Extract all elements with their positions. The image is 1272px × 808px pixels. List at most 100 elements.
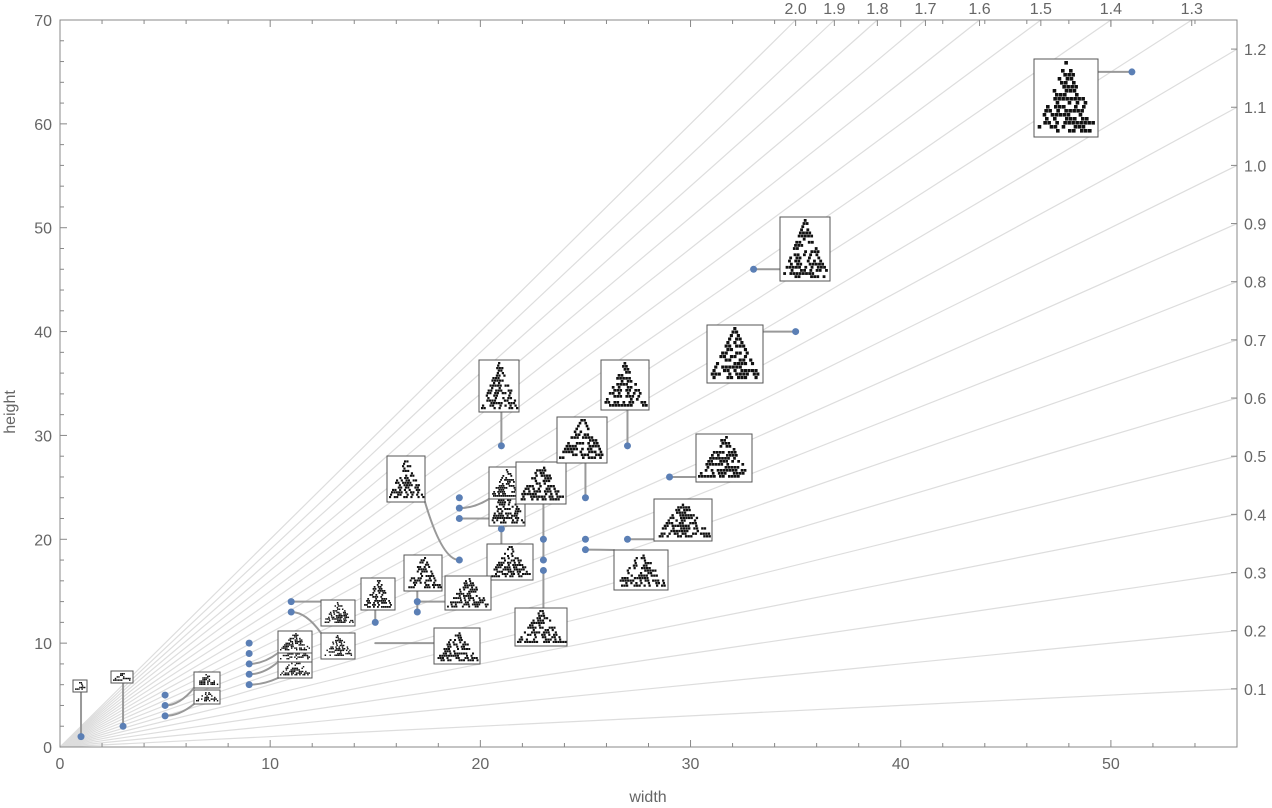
pattern-cell bbox=[203, 680, 206, 682]
pattern-cell bbox=[121, 679, 123, 681]
pattern-cell bbox=[725, 445, 729, 448]
pattern-cell bbox=[469, 582, 472, 585]
pattern-cell bbox=[330, 613, 332, 615]
pattern-cell bbox=[575, 433, 578, 436]
pattern-cell bbox=[731, 330, 735, 334]
pattern-cell bbox=[347, 616, 350, 619]
pattern-cell bbox=[729, 355, 734, 359]
pattern-cell bbox=[449, 645, 452, 648]
pattern-cell bbox=[1077, 97, 1081, 101]
pattern-cell bbox=[522, 568, 525, 571]
pattern-cell bbox=[511, 514, 514, 517]
pattern-cell bbox=[803, 234, 807, 238]
pattern-cell bbox=[478, 597, 481, 600]
data-point bbox=[623, 535, 631, 543]
pattern-cell bbox=[297, 672, 299, 674]
pattern-cell bbox=[476, 603, 479, 606]
pattern-cell bbox=[682, 527, 686, 530]
pattern-cell bbox=[289, 637, 291, 640]
pattern-cell bbox=[495, 573, 498, 576]
pattern-cell bbox=[683, 511, 687, 514]
pattern-cell bbox=[735, 365, 739, 369]
pattern-cell bbox=[518, 568, 521, 571]
pattern-cell bbox=[404, 481, 407, 484]
pattern-cell bbox=[348, 651, 350, 653]
pattern-cell bbox=[540, 474, 544, 477]
pattern-cell bbox=[510, 546, 513, 549]
pattern-cell bbox=[519, 570, 522, 573]
pattern-cell bbox=[557, 640, 560, 644]
pattern-cell bbox=[575, 442, 579, 445]
pattern-cell bbox=[586, 447, 590, 451]
pattern-cell bbox=[522, 521, 525, 524]
pattern-cell bbox=[286, 647, 288, 649]
pattern-cell bbox=[509, 473, 512, 475]
pattern-cell bbox=[301, 641, 303, 643]
pattern-cell bbox=[508, 479, 510, 481]
pattern-cell bbox=[531, 477, 534, 480]
pattern-cell bbox=[514, 564, 517, 567]
pattern-cell bbox=[338, 652, 341, 655]
pattern-cell bbox=[462, 592, 465, 595]
pattern-cell bbox=[452, 654, 455, 657]
pattern-cell bbox=[1064, 109, 1068, 113]
pattern-cell bbox=[668, 532, 671, 535]
pattern-cell bbox=[290, 647, 293, 649]
ratio-line-1.6 bbox=[59, 19, 980, 748]
data-point bbox=[77, 733, 85, 741]
pattern-cell bbox=[458, 659, 461, 662]
pattern-cell bbox=[373, 586, 376, 588]
pattern-cell bbox=[532, 487, 535, 490]
ratio-line-0.9 bbox=[59, 223, 1238, 748]
pattern-cell bbox=[419, 566, 422, 569]
pattern-cell bbox=[522, 495, 525, 498]
pattern-cell bbox=[740, 362, 744, 366]
pattern-cell bbox=[721, 351, 725, 355]
pattern-cell bbox=[372, 592, 375, 594]
pattern-cell bbox=[796, 247, 799, 250]
pattern-cell bbox=[288, 653, 291, 655]
pattern-cell bbox=[495, 402, 498, 405]
pattern-cell bbox=[410, 496, 413, 499]
pattern-cell bbox=[504, 568, 507, 571]
pattern-cell bbox=[728, 365, 732, 369]
pattern-cell bbox=[344, 610, 346, 612]
pattern-cell bbox=[297, 634, 299, 637]
pattern-cell bbox=[497, 389, 500, 392]
pattern-cell bbox=[593, 450, 597, 454]
pattern-cell bbox=[207, 698, 209, 700]
pattern-cell bbox=[683, 508, 686, 512]
pattern-cell bbox=[619, 395, 623, 398]
pattern-cell bbox=[620, 374, 624, 377]
pattern-cell bbox=[574, 444, 577, 448]
pattern-cell bbox=[1072, 109, 1076, 113]
pattern-cell bbox=[443, 654, 446, 657]
pattern-cells bbox=[698, 436, 747, 478]
pattern-cell bbox=[516, 570, 519, 573]
pattern-cell bbox=[465, 582, 468, 585]
pattern-cell bbox=[790, 269, 794, 272]
pattern-cell bbox=[496, 379, 499, 382]
pattern-cell bbox=[497, 501, 500, 504]
pattern-cell bbox=[493, 407, 496, 410]
pattern-cell bbox=[635, 557, 638, 560]
pattern-cell bbox=[505, 495, 507, 497]
pattern-cell bbox=[722, 469, 726, 472]
pattern-cell bbox=[383, 602, 385, 604]
pattern-cell bbox=[513, 495, 515, 497]
pattern-cell bbox=[507, 568, 510, 571]
pattern-cell bbox=[211, 682, 214, 684]
pattern-cell bbox=[711, 472, 715, 475]
pattern-cell bbox=[500, 485, 503, 487]
pattern-cell bbox=[289, 670, 291, 673]
pattern-cell bbox=[493, 568, 496, 571]
pattern-cell bbox=[731, 469, 735, 472]
pattern-cell bbox=[810, 234, 814, 238]
pattern-cell bbox=[518, 575, 521, 578]
pattern-cell bbox=[502, 489, 505, 491]
pattern-cell bbox=[526, 573, 529, 576]
pattern-cell bbox=[330, 648, 333, 650]
pattern-cell bbox=[508, 485, 511, 487]
pattern-cell bbox=[502, 514, 505, 517]
pattern-cell bbox=[741, 463, 745, 466]
